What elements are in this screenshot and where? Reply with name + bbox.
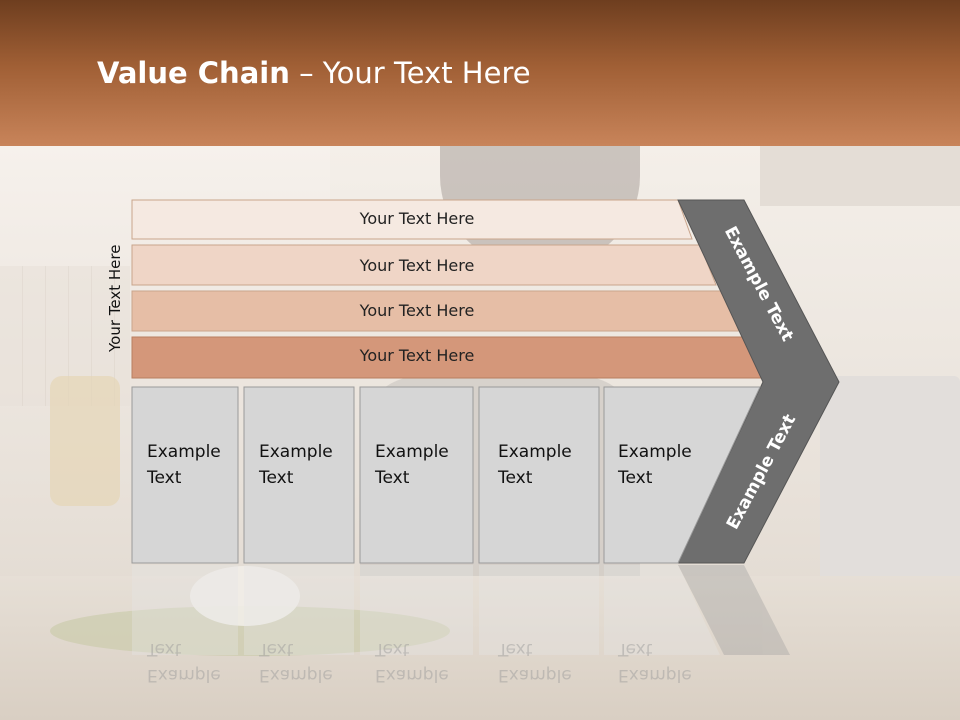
box-text-5-line2: Text (618, 468, 653, 488)
box-shape-4 (478, 386, 600, 564)
box-shape-3 (359, 386, 474, 564)
photo-jar (50, 376, 120, 506)
box-text-3-line1: Example (375, 442, 449, 462)
box-text-reflection-2-line1: Example (259, 665, 333, 685)
row-label-2: Your Text Here (359, 256, 475, 275)
box-reflection-4 (479, 565, 599, 655)
row-shape-1 (131, 199, 693, 240)
row-label-3: Your Text Here (359, 301, 475, 320)
photo-cup (190, 566, 300, 626)
box-reflection-3 (360, 565, 473, 655)
box-text-reflection-5-line2: Text (618, 639, 653, 659)
box-text-reflection-4-line2: Text (498, 639, 533, 659)
chevron-arrow (677, 199, 840, 564)
box-text-4-line2: Text (498, 468, 533, 488)
diagram-reflection (132, 565, 790, 655)
title-bold: Value Chain (97, 56, 290, 90)
box-text-5-line1: Example (618, 442, 692, 462)
box-text-reflection-2: Example Text (259, 636, 333, 688)
box-text-3-line2: Text (375, 468, 410, 488)
box-text-reflection-3-line2: Text (375, 639, 410, 659)
box-reflection-2 (244, 565, 354, 655)
box-text-reflection-4: Example Text (498, 636, 572, 688)
box-text-2-line1: Example (259, 442, 333, 462)
box-text-1-line1: Example (147, 442, 221, 462)
box-text-reflection-3: Example Text (375, 636, 449, 688)
row-shape-2 (131, 244, 717, 286)
box-reflection-1 (132, 565, 238, 655)
box-text-reflection-5: Example Text (618, 636, 692, 688)
box-text-reflection-1: Example Text (147, 636, 221, 688)
header-band: Value Chain – Your Text Here (0, 0, 960, 146)
box-text-reflection-3-line1: Example (375, 665, 449, 685)
photo-microwave (760, 146, 960, 206)
box-text-4-line1: Example (498, 442, 572, 462)
box-text-reflection-1-line1: Example (147, 665, 221, 685)
box-text-reflection-2-line2: Text (259, 639, 294, 659)
box-shape-1 (131, 386, 239, 564)
box-shape-5 (603, 386, 761, 564)
slide-title: Value Chain – Your Text Here (97, 56, 531, 90)
row-label-4: Your Text Here (359, 346, 475, 365)
row-label-1: Your Text Here (359, 209, 475, 228)
chevron-reflection (678, 565, 790, 655)
box-text-1-line2: Text (147, 468, 182, 488)
box-text-reflection-1-line2: Text (147, 639, 182, 659)
box-text-2-line2: Text (259, 468, 294, 488)
box-text-reflection-5-line1: Example (618, 665, 692, 685)
title-rest: – Your Text Here (289, 56, 531, 90)
box-shape-2 (243, 386, 355, 564)
photo-tiles (0, 266, 130, 406)
box-text-reflection-4-line1: Example (498, 665, 572, 685)
box-reflection-5 (604, 565, 720, 655)
